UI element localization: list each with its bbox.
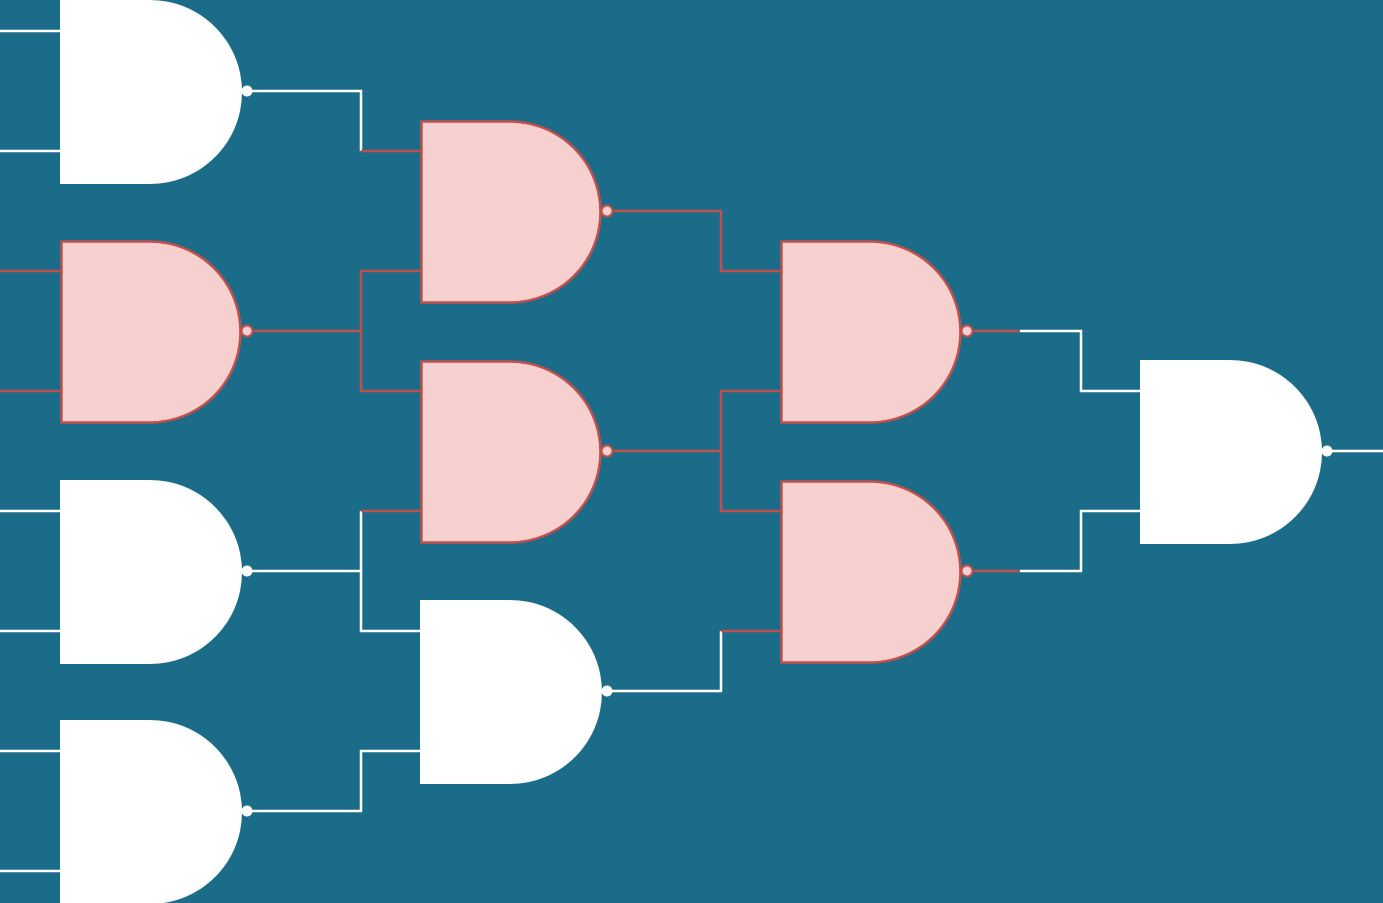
- inversion-bubble: [240, 324, 254, 338]
- inversion-bubble: [960, 324, 974, 338]
- wire-g1-2-to-g2-1: [359, 269, 420, 331]
- inversion-bubble: [600, 204, 614, 218]
- gate-body: [420, 600, 602, 784]
- nand-gate-g3-1: [780, 240, 974, 424]
- nand-gate-g4-1: [1140, 360, 1333, 544]
- wire-g2-3-to-g3-2: [608, 631, 723, 693]
- gate-body: [780, 480, 962, 664]
- wire-g1-3-to-g2-3: [359, 571, 420, 633]
- gate-body: [60, 0, 242, 184]
- gate-body: [60, 720, 242, 903]
- gates-layer: [60, 0, 1333, 903]
- wire-g2-1-to-g3-1: [608, 209, 780, 273]
- wire-g2-2-to-g3-2: [719, 451, 780, 513]
- inversion-bubble: [241, 805, 253, 817]
- inversion-bubble: [241, 565, 253, 577]
- gate-body: [780, 240, 962, 424]
- wire-g1-4-to-g2-3: [248, 749, 420, 813]
- nand-gate-g1-4: [60, 720, 253, 903]
- nand-gate-g3-2: [780, 480, 974, 664]
- nand-gate-g1-2: [60, 240, 254, 424]
- inversion-bubble: [1321, 445, 1333, 457]
- nand-gate-g1-1: [60, 0, 253, 184]
- nand-gate-g1-3: [60, 480, 253, 664]
- nand-gate-g2-2: [420, 360, 614, 544]
- inversion-bubble: [600, 444, 614, 458]
- wire-g3-2-to-g4-1: [1020, 509, 1140, 573]
- gate-body: [60, 240, 242, 424]
- gate-body: [60, 480, 242, 664]
- nand-gate-g2-3: [420, 600, 613, 784]
- inversion-bubble: [601, 685, 613, 697]
- nand-gate-g2-1: [420, 120, 614, 304]
- gate-body: [420, 120, 602, 304]
- wires-layer: [0, 29, 1383, 873]
- gate-body: [1140, 360, 1322, 544]
- wire-g1-1-to-g2-1: [248, 89, 363, 151]
- inversion-bubble: [241, 85, 253, 97]
- gate-body: [420, 360, 602, 544]
- wire-g1-2-to-g2-2: [359, 331, 420, 393]
- wire-g2-2-to-g3-1: [719, 389, 780, 451]
- wire-g3-1-to-g4-1: [1020, 329, 1140, 393]
- inversion-bubble: [960, 564, 974, 578]
